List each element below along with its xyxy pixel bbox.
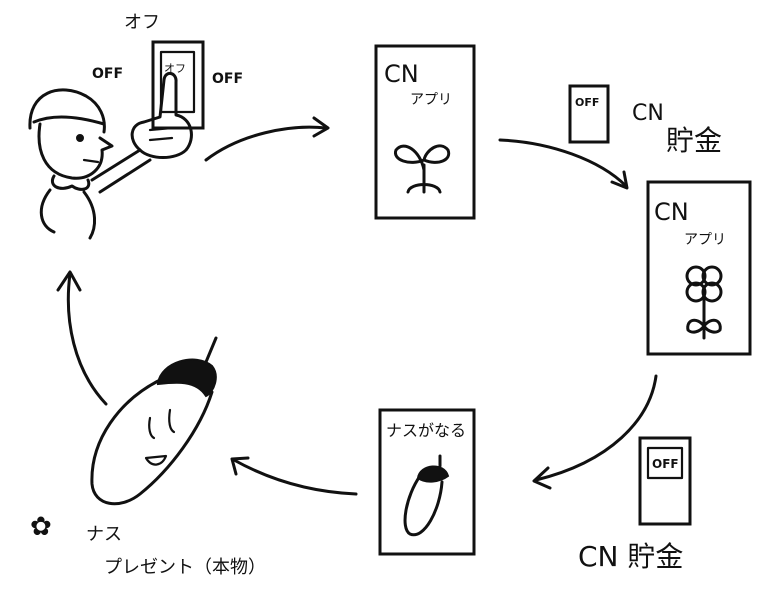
phone-3-title: ナスがなる (386, 421, 466, 440)
saving-1-badge: OFF (575, 96, 599, 109)
eggplant-eyes (148, 408, 176, 440)
finger-lines (148, 126, 174, 142)
arrow-flower-to-eggplant-head (532, 466, 552, 490)
phone-1-subtitle: アプリ (410, 92, 452, 108)
eggplant-character-group (90, 336, 218, 506)
person-mouth (82, 158, 100, 164)
saving-2-badge: OFF (652, 457, 679, 471)
phone-3-screen (378, 408, 476, 556)
switch-top-label: オフ (124, 12, 160, 33)
off-switch-large-toggle (646, 446, 684, 480)
switch-plate-label: オフ (164, 62, 186, 75)
person-scarf (51, 174, 91, 191)
saving-1-cn: CN (632, 101, 664, 126)
flower-mark-icon: ✿ (30, 512, 52, 542)
phone-1-screen (374, 44, 476, 220)
saving-2-group: OFF CN 貯金 (578, 436, 692, 573)
eggplant-mouth (144, 454, 168, 466)
arrow-present-to-person-head (56, 270, 82, 292)
small-eggplant-cap (416, 465, 450, 483)
arrow-present-to-person (66, 272, 108, 406)
off-switch-small (568, 84, 610, 144)
arrow-app-to-present (232, 458, 358, 496)
helmet-brim (32, 115, 106, 126)
phone-sprout-group: CN アプリ (374, 44, 476, 220)
saving-1-group: OFF CN 貯金 (568, 84, 722, 157)
gift-line-1: ナス (86, 524, 122, 545)
pointing-hand-icon (130, 72, 193, 159)
gift-line-2: プレゼント（本物） (104, 557, 266, 578)
sprout-stem-icon (406, 163, 442, 194)
person-eye (76, 134, 84, 142)
arrow-app-to-present-head (230, 456, 250, 476)
big-eggplant-icon (90, 378, 214, 506)
phone-flower-group: CN アプリ (646, 180, 752, 356)
phone-eggplant-group: ナスがなる (378, 408, 476, 556)
person-face-outline (37, 122, 114, 180)
arrow-sprout-to-flower (498, 138, 628, 188)
saving-2-label: CN 貯金 (578, 540, 683, 573)
flower-icon (685, 265, 723, 340)
arrow-sprout-to-flower-head (610, 170, 629, 190)
person-switch-group: オフ オフ OFF OFF (28, 12, 243, 240)
arrow-person-to-app (204, 125, 328, 162)
big-eggplant-stem (204, 336, 218, 364)
phone-1-title: CN (384, 60, 419, 88)
cycle-arrows (56, 116, 658, 496)
phone-2-title: CN (654, 198, 689, 226)
arrow-flower-to-eggplant (534, 374, 658, 482)
arrow-person-to-app-head (312, 116, 330, 138)
big-eggplant-cap (156, 358, 217, 398)
saving-1-jp: 貯金 (666, 124, 722, 157)
person-arm (90, 148, 152, 194)
phone-2-subtitle: アプリ (684, 232, 726, 248)
switch-right-label: OFF (212, 71, 243, 87)
sprout-icon (393, 144, 451, 172)
gift-label-group: ✿ ナス プレゼント（本物） (30, 512, 266, 578)
switch-left-label: OFF (92, 66, 123, 82)
helmet-icon (28, 88, 106, 134)
small-eggplant-icon (403, 474, 444, 537)
person-body (39, 188, 96, 240)
